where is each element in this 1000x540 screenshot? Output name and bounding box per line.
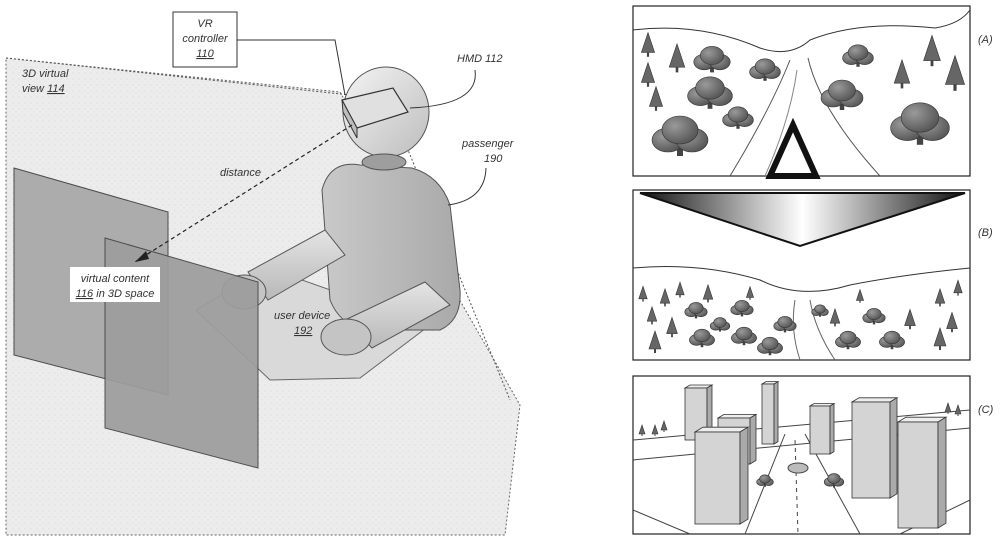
passenger-ref: 190: [484, 153, 503, 165]
panel-a-pine-5: [923, 34, 941, 67]
panel-a-river-mid: [764, 69, 798, 177]
panel-c-building-4: [850, 397, 899, 499]
panel-b-pine-12: [933, 327, 947, 350]
panel-b-tree-10: [709, 317, 731, 332]
panel-b-tree-2: [689, 328, 715, 348]
panel-a-pine-3: [648, 85, 664, 111]
panel-c-pine-4: [944, 402, 952, 414]
vr-controller-label-2: controller: [182, 33, 229, 45]
panel-b-tree-6: [811, 304, 829, 317]
panel-a-tree-2: [842, 44, 874, 67]
passenger-leader: [447, 167, 487, 206]
panel-a-tree-7: [722, 106, 754, 129]
panel-c-building-5: [693, 426, 750, 525]
hmd-side: [341, 99, 358, 139]
panel-b-tree-8: [862, 308, 886, 325]
panel-b-pine-13: [953, 279, 963, 296]
panel-b-tree-9: [879, 330, 905, 350]
panel-a-pine-1: [668, 42, 686, 73]
panel-a-tree-6: [890, 102, 950, 145]
virtual-view-label-2: view 114: [22, 83, 65, 95]
panel-a-river-left: [729, 59, 791, 177]
panel-b-pine-4: [646, 305, 658, 325]
panel-b-horizon: [632, 266, 971, 292]
panel-b-tree-7: [835, 330, 861, 350]
panel-c-pine-0: [638, 424, 646, 436]
panel-b-pine-10: [934, 287, 946, 307]
panel-c-car: [787, 462, 809, 474]
panel-a-tree-1: [749, 58, 781, 81]
panel-c-building-3: [808, 402, 836, 455]
panel-c-tree-1: [823, 473, 845, 488]
virtual-content-label-2: 116 in 3D space: [76, 288, 155, 300]
panel-a-triangle: [765, 117, 821, 179]
virtual-content-label-1: virtual content: [81, 273, 150, 285]
panel-a-trees: [640, 31, 966, 156]
panel-b-pine-5: [666, 316, 678, 338]
panel-c-building-1: [760, 380, 780, 445]
virtual-content-label-bg: [70, 267, 160, 302]
panel-c-building-6: [896, 416, 948, 529]
panel-a-pine-0: [640, 31, 656, 57]
panel-b-tree-5: [773, 316, 797, 333]
panel-c-pine-1: [651, 424, 659, 436]
user-device-label: user device: [274, 310, 330, 322]
panel-b: (B): [632, 189, 993, 361]
panel-a-pine-4: [893, 58, 911, 89]
panel-b-pine-0: [638, 285, 648, 302]
panel-a-label: (A): [978, 34, 993, 46]
panel-a-tree-3: [687, 76, 733, 109]
distance-arrow: [134, 124, 353, 263]
virtual-view-label-1: 3D virtual: [22, 68, 69, 80]
user-device-ref: 192: [294, 325, 312, 337]
panel-a-pine-6: [944, 54, 966, 91]
panel-a-tree-4: [820, 79, 864, 110]
panel-b-tree-3: [731, 326, 757, 346]
passenger-label: passenger: [461, 138, 515, 150]
panel-b-triangle: [639, 192, 966, 248]
panel-b-pine-3: [702, 283, 714, 303]
panel-b-trees: [638, 279, 963, 356]
panel-a-tree-0: [693, 46, 731, 73]
panel-b-pine-9: [904, 308, 916, 330]
passenger-hand-right: [320, 318, 372, 356]
distance-label: distance: [220, 167, 261, 179]
panel-a-river-right: [807, 57, 881, 177]
panel-b-tree-4: [757, 336, 783, 356]
panel-b-tree-0: [684, 302, 708, 319]
distance-arrow-head: [135, 251, 149, 262]
panel-a-pine-2: [640, 61, 656, 87]
panel-c-label: (C): [978, 404, 994, 416]
panel-c-pine-2: [660, 420, 668, 432]
hmd-leader: [409, 69, 476, 109]
panel-c-pine-3: [954, 404, 962, 416]
panel-b-tree-1: [730, 300, 754, 317]
panel-b-pine-8: [855, 288, 865, 303]
passenger-neck: [361, 153, 407, 171]
panel-a-horizon: [632, 9, 971, 53]
view-frustum-line-top: [5, 57, 351, 96]
panel-b-pine-11: [946, 311, 958, 333]
panel-b-river-right: [809, 299, 836, 361]
panel-b-pine-1: [659, 287, 671, 307]
panel-b-pine-7: [745, 285, 755, 300]
vr-controller-connector: [237, 39, 346, 96]
panel-b-pine-14: [829, 307, 841, 327]
panel-c-sidewalk-left: [632, 509, 691, 535]
vr-controller-label-1: VR: [197, 18, 212, 30]
panel-b-pine-6: [648, 330, 662, 353]
hmd-label: HMD 112: [457, 53, 503, 65]
panel-b-label: (B): [978, 227, 993, 239]
panel-c-tree-0: [756, 474, 774, 487]
panel-a-tree-5: [651, 115, 709, 156]
vr-controller-ref: 110: [196, 48, 214, 60]
panel-b-pine-2: [675, 281, 685, 298]
panel-c-buildings: [638, 380, 962, 529]
